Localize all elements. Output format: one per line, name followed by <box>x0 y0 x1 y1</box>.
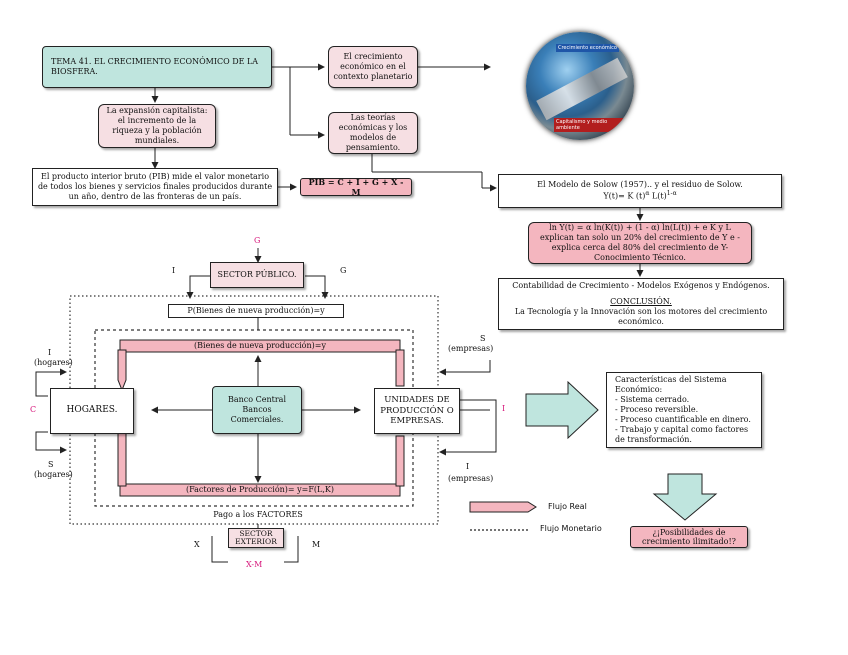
caracteristicas-item-4: - Trabajo y capital como factores de tra… <box>615 425 749 444</box>
label-hogares-1: (hogares) <box>34 358 73 367</box>
label-empresas-2: (empresas) <box>448 474 494 483</box>
expansion-box: La expansión capitalista: el incremento … <box>98 104 216 148</box>
label-hogares-2: (hogares) <box>34 470 73 479</box>
sector-publico-box: SECTOR PÚBLICO. <box>210 262 304 288</box>
sector-exterior-text: SECTOR EXTERIOR <box>235 528 277 546</box>
contabilidad-line1: Contabilidad de Crecimiento - Modelos Ex… <box>512 281 770 290</box>
label-empresas-1: (empresas) <box>448 344 494 353</box>
pib-formula-text: PIB = C + I + G + X -M <box>308 177 404 197</box>
label-x: X <box>194 540 200 549</box>
pib-definition-box: El producto interior bruto (PIB) mide el… <box>32 168 278 206</box>
pib-definition-text: El producto interior bruto (PIB) mide el… <box>37 172 273 201</box>
label-i-empresas: I <box>466 462 470 471</box>
crecimiento-text: El crecimiento económico en el contexto … <box>333 52 413 81</box>
caracteristicas-item-3: - Proceso cuantificable en dinero. <box>615 415 751 424</box>
legend-real-label: Flujo Real <box>548 502 587 511</box>
banco-text: Banco Central Bancos Comerciales. <box>227 395 286 424</box>
teorias-box: Las teorías económicas y los modelos de … <box>328 112 418 154</box>
label-i-hogares: I <box>48 348 52 357</box>
solow-line2: Y(t)= K (t)α L(t)1-α <box>603 190 677 201</box>
sector-exterior-box: SECTOR EXTERIOR <box>228 528 284 548</box>
caracteristicas-item-2: - Proceso reversible. <box>615 405 699 414</box>
label-c: C <box>30 405 37 414</box>
sector-publico-text: SECTOR PÚBLICO. <box>217 270 297 279</box>
title-box: TEMA 41. EL CRECIMIENTO ECONÓMICO DE LA … <box>42 46 272 88</box>
banco-box: Banco Central Bancos Comerciales. <box>212 386 302 434</box>
contabilidad-box: Contabilidad de Crecimiento - Modelos Ex… <box>498 278 784 330</box>
label-i-right: I <box>502 404 506 413</box>
teorias-text: Las teorías económicas y los modelos de … <box>338 113 408 152</box>
label-g-right: G <box>340 266 347 275</box>
bienes-nueva-produccion-box: P(Bienes de nueva producción)=y <box>168 304 344 318</box>
caracteristicas-box: Características del Sistema Económico: -… <box>606 372 762 448</box>
crecimiento-box: El crecimiento económico en el contexto … <box>328 46 418 88</box>
factores-inner-label: (Factores de Producción)= y=F(L,K) <box>185 485 334 494</box>
solow-equation-box: ln Y(t) = α ln(K(t)) + (1 - α) ln(L(t)) … <box>528 222 752 264</box>
pago-factores-label: Pago a los FACTORES <box>213 510 303 519</box>
conclusion-heading: CONCLUSIÓN. <box>610 297 672 306</box>
solow-line1: El Modelo de Solow (1957).. y el residuo… <box>537 180 743 190</box>
expansion-text: La expansión capitalista: el incremento … <box>106 106 208 145</box>
caracteristicas-heading: Características del Sistema Económico: <box>615 375 727 394</box>
contabilidad-line2: La Tecnología y la Innovación son los mo… <box>514 307 768 326</box>
hogares-box: HOGARES. <box>50 388 134 434</box>
label-m: M <box>312 540 321 549</box>
label-g-top: G <box>254 236 261 245</box>
bienes-inner-label: (Bienes de nueva producción)=y <box>194 341 326 350</box>
globe-image: Crecimiento económico Capitalismo y medi… <box>526 32 634 140</box>
title-text: TEMA 41. EL CRECIMIENTO ECONÓMICO DE LA … <box>51 57 259 76</box>
label-s-hogares: S <box>48 460 54 469</box>
bienes-nueva-produccion-text: P(Bienes de nueva producción)=y <box>187 306 325 315</box>
label-i-left: I <box>172 266 176 275</box>
globe-band <box>536 57 628 121</box>
label-s-empresas: S <box>480 334 486 343</box>
solow-box: El Modelo de Solow (1957).. y el residuo… <box>498 174 782 208</box>
unidades-produccion-box: UNIDADES DE PRODUCCIÓN O EMPRESAS. <box>374 388 460 434</box>
limites-text: ¿¡Posibilidades de crecimiento ilimitado… <box>642 527 736 546</box>
limites-box: ¿¡Posibilidades de crecimiento ilimitado… <box>630 526 748 548</box>
pib-formula-box: PIB = C + I + G + X -M <box>300 177 412 197</box>
hogares-text: HOGARES. <box>66 405 118 416</box>
globe-tag-top: Crecimiento económico <box>556 44 619 52</box>
globe-tag-bottom: Capitalismo y medio ambiente <box>554 118 634 132</box>
solow-equation-text: ln Y(t) = α ln(K(t)) + (1 - α) ln(L(t)) … <box>540 223 740 262</box>
label-x-m: X-M <box>246 560 263 569</box>
caracteristicas-item-1: - Sistema cerrado. <box>615 395 690 404</box>
unidades-produccion-text: UNIDADES DE PRODUCCIÓN O EMPRESAS. <box>380 395 454 427</box>
legend-monetario-label: Flujo Monetario <box>540 524 602 533</box>
